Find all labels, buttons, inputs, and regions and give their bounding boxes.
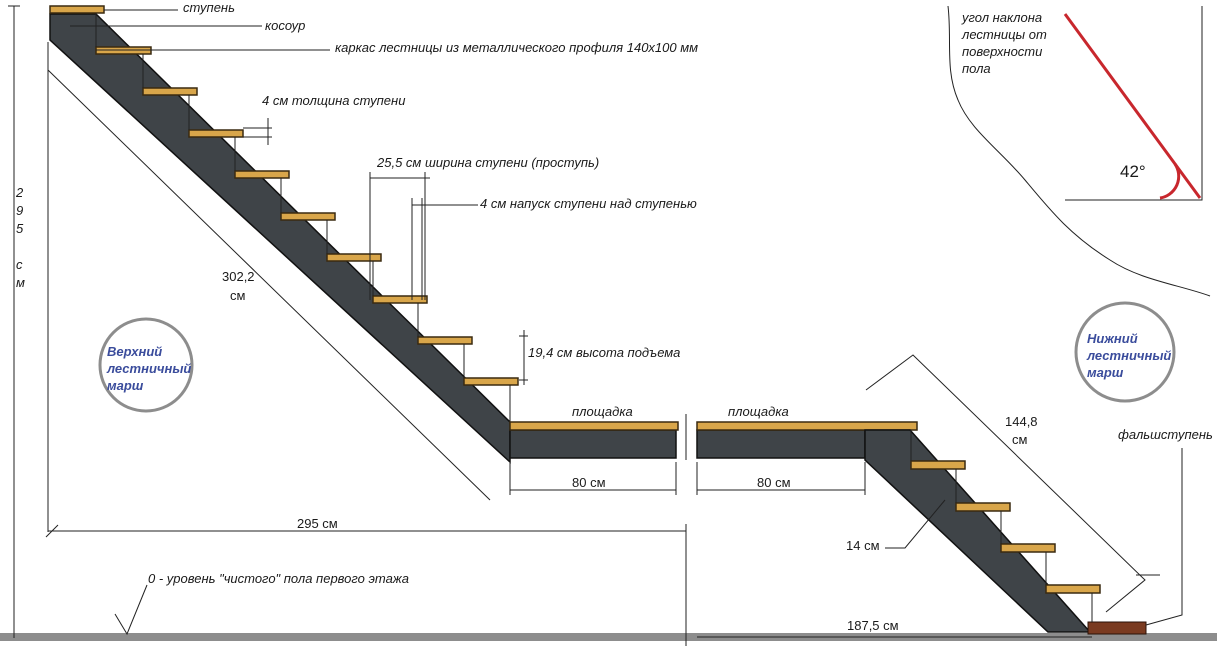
label-landing-left: площадка <box>572 404 633 419</box>
landing-right <box>696 421 918 459</box>
landing-left <box>509 421 679 459</box>
svg-text:Верхний: Верхний <box>107 344 162 359</box>
stringer-width: 14 см <box>846 538 880 553</box>
lower-length-unit: см <box>1012 432 1028 447</box>
svg-text:лестницы от: лестницы от <box>961 27 1047 42</box>
svg-text:м: м <box>16 275 25 290</box>
label-thickness: 4 см толщина ступени <box>262 93 405 108</box>
angle-value: 42° <box>1120 162 1146 181</box>
upper-length-unit: см <box>230 288 246 303</box>
label-stringer: косоур <box>265 18 305 33</box>
false-step-block <box>1087 621 1147 635</box>
upper-length-value: 302,2 <box>222 269 255 284</box>
lower-length-value: 144,8 <box>1005 414 1038 429</box>
upper-flight-circle <box>98 317 194 413</box>
total-width: 295 см <box>297 516 338 531</box>
svg-text:с: с <box>16 257 23 272</box>
svg-text:угол наклона: угол наклона <box>961 10 1042 25</box>
svg-text:лестничный: лестничный <box>1086 348 1171 363</box>
svg-text:9: 9 <box>16 203 23 218</box>
svg-text:лестничный: лестничный <box>106 361 191 376</box>
lower-stringer <box>864 429 1092 633</box>
landing-width-left: 80 см <box>572 475 606 490</box>
svg-text:поверхности: поверхности <box>962 44 1042 59</box>
svg-text:2: 2 <box>15 185 24 200</box>
svg-text:пола: пола <box>962 61 991 76</box>
svg-text:5: 5 <box>16 221 24 236</box>
lower-treads <box>910 460 1147 635</box>
label-tread: 25,5 см ширина ступени (проступь) <box>376 155 599 170</box>
lower-risers <box>910 430 1093 622</box>
angle-description: угол наклона лестницы от поверхности пол… <box>961 10 1047 76</box>
lower-span: 187,5 см <box>847 618 899 633</box>
lower-flight-circle <box>1074 301 1176 403</box>
label-landing-right: площадка <box>728 404 789 419</box>
angle-inset <box>947 5 1211 297</box>
label-step: ступень <box>183 0 235 15</box>
floor-level-label: 0 - уровень "чистого" пола первого этажа <box>148 571 409 586</box>
label-false-step: фальшступень <box>1118 427 1213 442</box>
svg-text:Нижний: Нижний <box>1087 331 1138 346</box>
upper-flight-label: Верхний лестничный марш <box>106 344 191 393</box>
vertical-height-label: 2 9 5 с м <box>15 185 25 290</box>
label-rise: 19,4 см высота подъема <box>528 345 680 360</box>
landing-width-right: 80 см <box>757 475 791 490</box>
svg-text:марш: марш <box>107 378 144 393</box>
label-frame: каркас лестницы из металлического профил… <box>335 40 698 55</box>
upper-risers <box>95 13 511 422</box>
lower-flight-label: Нижний лестничный марш <box>1086 331 1171 380</box>
svg-text:марш: марш <box>1087 365 1124 380</box>
dimension-lines <box>8 5 1183 646</box>
label-overhang: 4 см напуск ступени над ступенью <box>480 196 697 211</box>
floor-slab <box>0 633 1217 641</box>
